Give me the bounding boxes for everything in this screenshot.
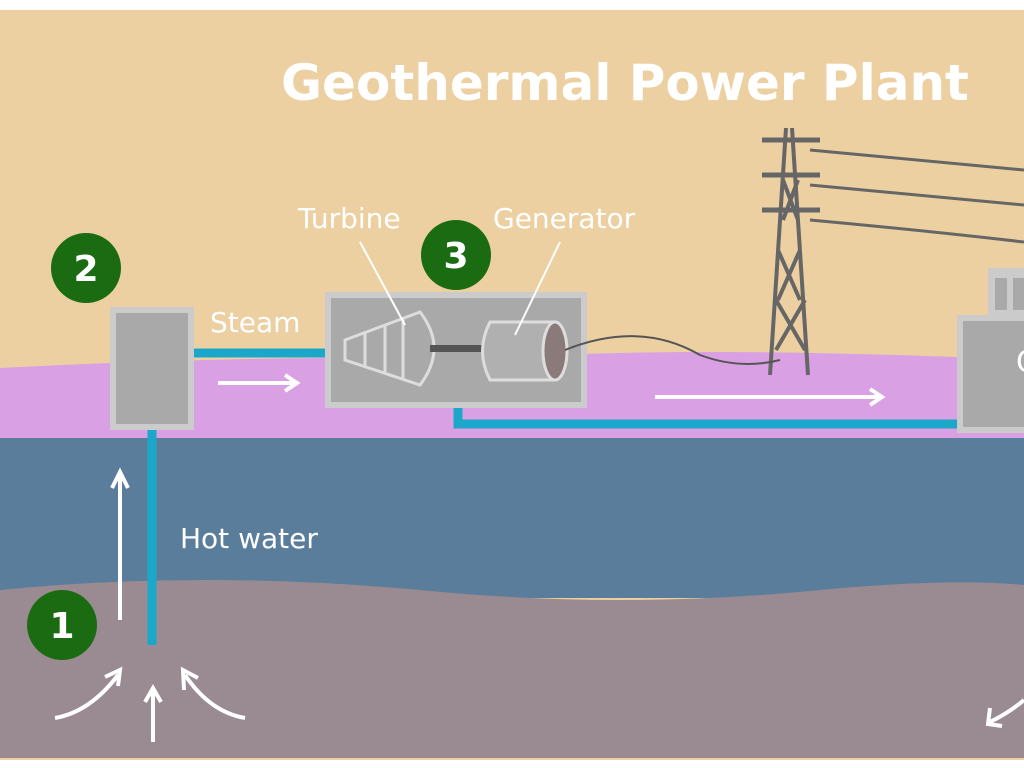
generator-label: Generator [493,202,636,235]
power-tower-icon [762,127,1024,376]
pipes [147,348,965,645]
svg-text:1: 1 [49,606,74,647]
rock-layer [0,580,1024,758]
svg-text:3: 3 [443,236,468,277]
step-badge-1: 1 [27,590,97,660]
separator-box [110,307,194,430]
steam-label: Steam [210,306,300,339]
step-badge-3: 3 [421,220,491,290]
partial-building: C [957,268,1024,433]
svg-text:2: 2 [73,249,98,290]
flow-arrows [54,373,1024,742]
hot-water-label: Hot water [180,522,318,555]
step-badge-2: 2 [51,233,121,303]
turbine-label: Turbine [297,202,401,235]
water-layer [0,438,1024,598]
generator-icon [481,320,569,382]
title: Geothermal Power Plant [281,54,969,112]
svg-text:C: C [1016,345,1024,380]
